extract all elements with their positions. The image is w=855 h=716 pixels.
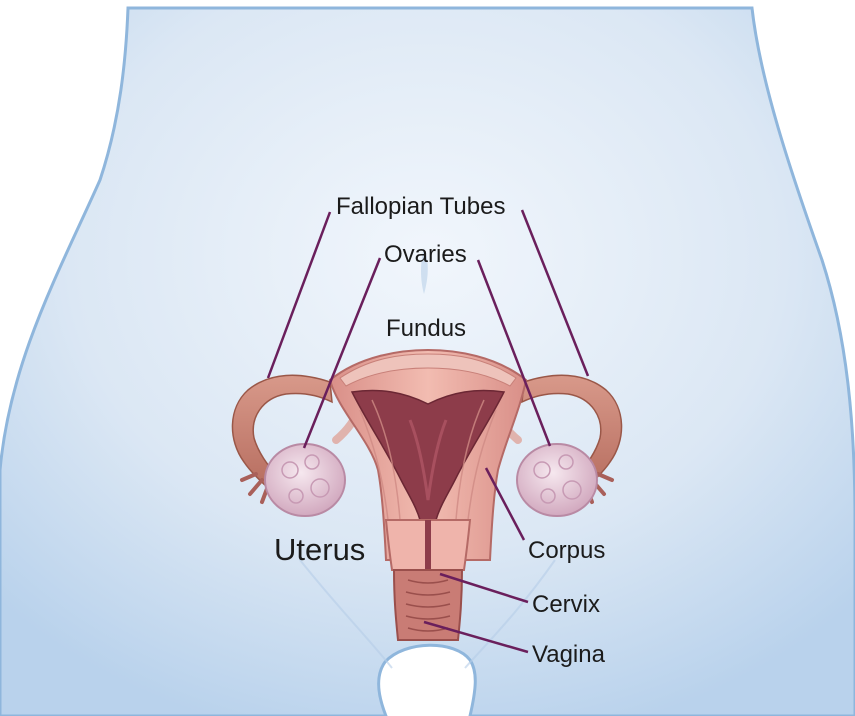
label-vagina: Vagina	[532, 641, 606, 668]
label-corpus: Corpus	[528, 537, 605, 564]
label-uterus: Uterus	[274, 532, 365, 567]
right-ovary	[517, 444, 597, 516]
label-fallopian-tubes: Fallopian Tubes	[336, 193, 505, 220]
label-cervix: Cervix	[532, 591, 600, 618]
label-ovaries: Ovaries	[384, 241, 467, 268]
left-ovary	[265, 444, 345, 516]
label-fundus: Fundus	[386, 315, 466, 342]
